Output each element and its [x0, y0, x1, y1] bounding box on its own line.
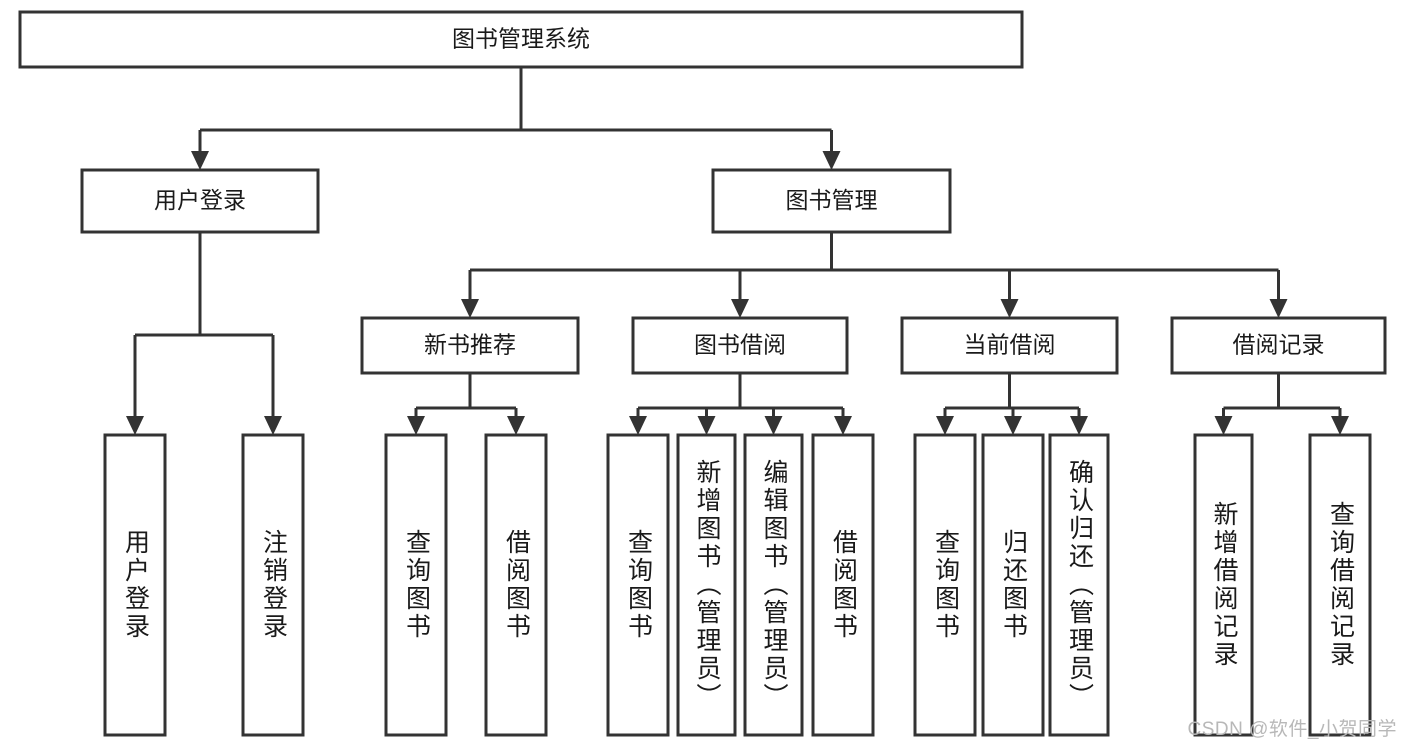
- node-box-leaf-return-book: [981, 433, 1045, 737]
- connector-bookmgmt-to-new-book-recommend-head: [461, 299, 479, 318]
- csdn-watermark: CSDN @软件_小贺同学: [1187, 719, 1397, 740]
- connector-layer: [126, 67, 1349, 435]
- connector-new-book-recommend-to-leaf-query-book-rec-head: [407, 416, 425, 435]
- node-box-book-management: [711, 168, 952, 234]
- node-label-book-management: 图书管理: [786, 187, 878, 213]
- node-label-user-login: 用户登录: [154, 187, 246, 213]
- node-label-book-borrow: 图书借阅: [694, 332, 786, 358]
- connector-current-borrow-to-leaf-confirm-return-head: [1070, 416, 1088, 435]
- node-box-borrow-record: [1170, 316, 1387, 375]
- node-box-leaf-query-book-current: [913, 433, 977, 737]
- connector-new-book-recommend-to-leaf-borrow-book-rec-head: [507, 416, 525, 435]
- node-label-new-book-recommend: 新书推荐: [424, 332, 516, 358]
- connector-root-to-book-management-head: [822, 151, 841, 170]
- node-box-current-borrow: [900, 316, 1119, 375]
- connector-bookmgmt-to-current-borrow-head: [1000, 299, 1019, 318]
- connector-current-borrow-to-leaf-query-book-current-head: [936, 416, 954, 435]
- node-box-leaf-confirm-return: [1048, 433, 1110, 737]
- connector-book-borrow-to-leaf-query-book-borrow-head: [629, 416, 647, 435]
- connector-user-login-to-leaf-logout-head: [264, 416, 282, 435]
- node-label-borrow-record: 借阅记录: [1233, 332, 1325, 358]
- node-box-new-book-recommend: [360, 316, 580, 375]
- connector-borrow-record-to-leaf-query-record-head: [1331, 416, 1349, 435]
- node-box-root: [18, 10, 1024, 69]
- node-box-leaf-user-login: [103, 433, 167, 737]
- node-box-leaf-borrow-book: [811, 433, 875, 737]
- connector-bookmgmt-to-book-borrow-head: [731, 299, 749, 318]
- node-label-root: 图书管理系统: [452, 26, 590, 52]
- connector-bookmgmt-to-borrow-record-head: [1269, 299, 1288, 318]
- node-box-leaf-add-record: [1193, 433, 1254, 737]
- connector-book-borrow-to-leaf-edit-book-head: [764, 416, 783, 435]
- node-box-leaf-query-book-borrow: [606, 433, 670, 737]
- connector-current-borrow-to-leaf-return-book-head: [1004, 416, 1022, 435]
- node-box-leaf-borrow-book-rec: [484, 433, 548, 737]
- node-box-user-login: [80, 168, 320, 234]
- node-box-leaf-query-record: [1308, 433, 1372, 737]
- node-box-layer: [18, 10, 1387, 737]
- node-box-leaf-add-book: [676, 433, 737, 737]
- connector-book-borrow-to-leaf-add-book-head: [697, 416, 716, 435]
- node-label-current-borrow: 当前借阅: [964, 332, 1056, 358]
- node-box-leaf-logout: [241, 433, 305, 737]
- connector-borrow-record-to-leaf-add-record-head: [1214, 416, 1233, 435]
- connector-user-login-to-leaf-user-login-head: [126, 416, 144, 435]
- connector-book-borrow-to-leaf-borrow-book-head: [834, 416, 852, 435]
- connector-root-to-user-login-head: [191, 151, 209, 170]
- node-box-leaf-edit-book: [743, 433, 804, 737]
- node-box-leaf-query-book-rec: [384, 433, 448, 737]
- node-box-book-borrow: [631, 316, 849, 375]
